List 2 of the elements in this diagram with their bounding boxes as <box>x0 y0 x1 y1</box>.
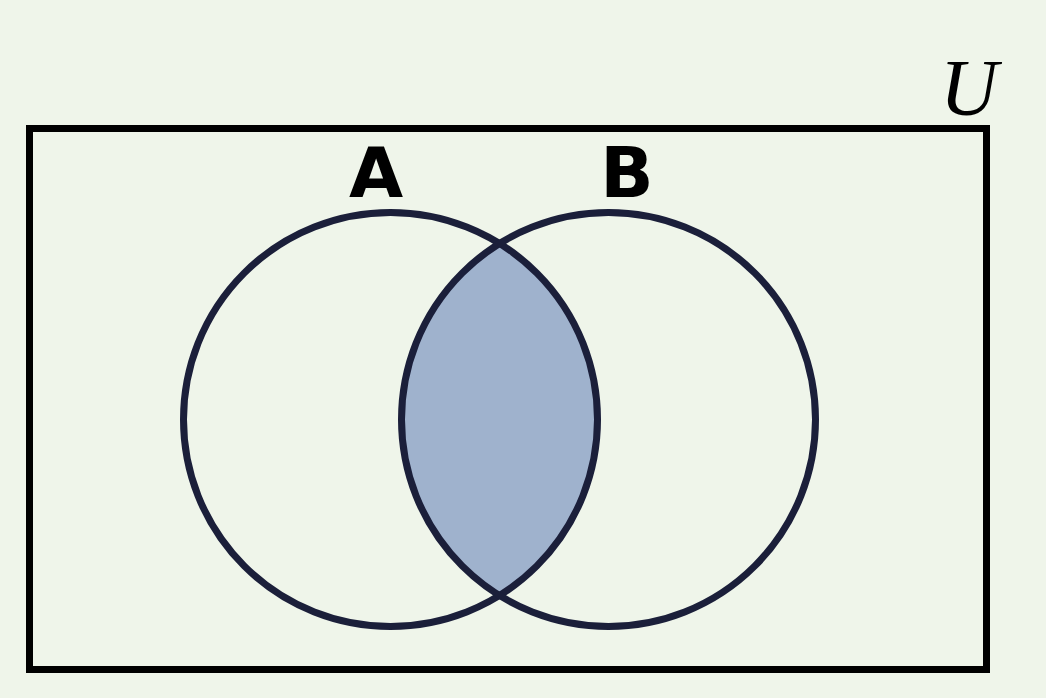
set-label: A <box>348 137 404 208</box>
set-label: B <box>600 137 654 208</box>
